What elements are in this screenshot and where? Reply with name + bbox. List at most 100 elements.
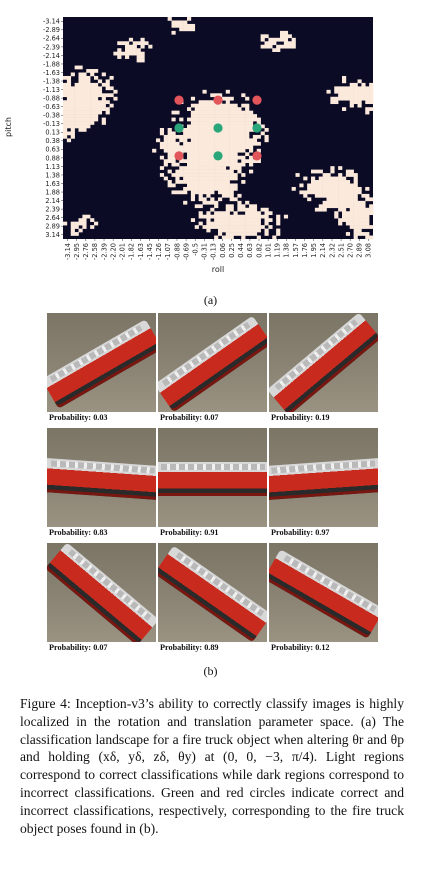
heatmap-cell-correct xyxy=(82,107,87,111)
heatmap-cell-correct xyxy=(97,79,103,84)
heatmap-cell-correct xyxy=(338,89,343,94)
heatmap-cell-correct xyxy=(214,235,219,240)
heatmap-cell-correct xyxy=(357,218,362,222)
red-pose-marker xyxy=(252,151,262,161)
heatmap-cell-correct xyxy=(190,186,196,191)
heatmap-cell-correct xyxy=(349,169,354,174)
heatmap-cell-correct xyxy=(70,134,75,139)
heatmap-cell-correct xyxy=(229,166,234,170)
heatmap-cell-correct xyxy=(330,193,335,198)
heatmap-cell-correct xyxy=(345,232,351,236)
heatmap-cell-correct xyxy=(140,51,145,56)
heatmap-cell-correct xyxy=(167,155,172,160)
heatmap-cell-correct xyxy=(210,225,215,229)
roll-tick-label: -1.82 xyxy=(128,243,136,260)
heatmap-cell-correct xyxy=(237,166,242,170)
heatmap-cell-correct xyxy=(194,186,199,191)
heatmap-cell-correct xyxy=(206,193,211,198)
heatmap-cell-correct xyxy=(330,176,335,181)
heatmap-cell-correct xyxy=(167,141,172,146)
heatmap-cell-correct xyxy=(94,75,99,80)
red-pose-marker xyxy=(174,95,184,105)
heatmap-cell-correct xyxy=(221,235,227,240)
heatmap-cell-correct xyxy=(175,180,180,184)
heatmap-cell-correct xyxy=(338,193,343,198)
heatmap-cell-correct xyxy=(214,107,219,111)
heatmap-cell-correct xyxy=(94,107,99,111)
heatmap-cell-correct xyxy=(187,176,192,181)
heatmap-cell-correct xyxy=(206,221,211,226)
heatmap-cell-correct xyxy=(233,145,238,150)
heatmap-cell-correct xyxy=(198,173,203,177)
heatmap-cell-correct xyxy=(190,23,196,28)
heatmap-cell-correct xyxy=(241,232,246,236)
heatmap-cell-correct xyxy=(94,114,99,118)
heatmap-cell-correct xyxy=(342,176,347,181)
heatmap-cell-correct xyxy=(365,207,370,212)
heatmap-cell-correct xyxy=(70,103,75,108)
roll-tick-label: -3.14 xyxy=(64,243,72,260)
heatmap-cell-correct xyxy=(214,186,219,191)
heatmap-cell-correct xyxy=(225,134,230,139)
heatmap-cell-correct xyxy=(117,51,122,56)
heatmap-cell-correct xyxy=(94,100,99,105)
heatmap-cell-correct xyxy=(198,155,203,160)
roll-tick-label: -2.20 xyxy=(109,243,117,260)
heatmap-cell-correct xyxy=(256,134,261,139)
heatmap-cell-correct xyxy=(210,221,215,226)
heatmap-cell-correct xyxy=(307,186,312,191)
heatmap-cell-correct xyxy=(202,159,207,163)
heatmap-cell-correct xyxy=(218,114,223,118)
heatmap-cell-correct xyxy=(353,214,358,219)
heatmap-cell-correct xyxy=(287,34,292,39)
heatmap-cell-correct xyxy=(74,225,79,229)
heatmap-cell-correct xyxy=(338,190,343,195)
heatmap-cell-correct xyxy=(198,134,203,139)
heatmap-cell-correct xyxy=(78,221,83,226)
heatmap-cell-correct xyxy=(214,117,219,122)
figure-caption: Figure 4: Inception-v3’s ability to corr… xyxy=(20,696,404,836)
heatmap-cell-correct xyxy=(260,225,265,229)
heatmap-cell-correct xyxy=(187,166,192,170)
heatmap-cell-correct xyxy=(283,44,289,49)
heatmap-cell-correct xyxy=(210,183,215,188)
heatmap-cell-correct xyxy=(342,200,347,205)
heatmap-cell-correct xyxy=(229,152,234,157)
heatmap-cell-correct xyxy=(190,173,196,177)
heatmap-cell-correct xyxy=(365,110,370,115)
heatmap-cell-correct xyxy=(233,117,238,122)
heatmap-cell-correct xyxy=(66,79,72,84)
heatmap-cell-correct xyxy=(94,110,99,115)
heatmap-cell-correct xyxy=(198,107,203,111)
heatmap-cell-correct xyxy=(70,86,75,91)
heatmap-cell-correct xyxy=(198,183,203,188)
roll-tick-label: 1.01 xyxy=(264,243,272,258)
fire-truck-shape xyxy=(47,319,156,409)
heatmap-cell-correct xyxy=(233,166,238,170)
heatmap-cell-correct xyxy=(82,103,87,108)
heatmap-cell-correct xyxy=(241,117,246,122)
heatmap-cell-correct xyxy=(206,145,211,150)
heatmap-cell-correct xyxy=(233,103,238,108)
heatmap-cell-correct xyxy=(159,145,165,150)
heatmap-cell-correct xyxy=(280,37,285,42)
heatmap-cell-correct xyxy=(194,190,199,195)
heatmap-cell-correct xyxy=(249,117,254,122)
roll-tick-label: -1.07 xyxy=(164,243,172,260)
heatmap-cell-correct xyxy=(365,100,370,105)
heatmap-cell-correct xyxy=(357,204,362,209)
heatmap-cell-correct xyxy=(140,58,145,63)
heatmap-cell-correct xyxy=(78,110,83,115)
heatmap-cell-correct xyxy=(353,96,358,101)
heatmap-cell-correct xyxy=(272,37,277,42)
heatmap-cell-correct xyxy=(82,128,87,132)
fire-truck-render xyxy=(47,313,156,412)
heatmap-cell-correct xyxy=(210,145,215,150)
heatmap-cell-correct xyxy=(66,131,72,136)
heatmap-cell-correct xyxy=(206,107,211,111)
heatmap-cell-correct xyxy=(268,37,273,42)
red-pose-marker xyxy=(174,151,184,161)
heatmap-cell-correct xyxy=(202,183,207,188)
heatmap-cell-correct xyxy=(229,148,234,153)
